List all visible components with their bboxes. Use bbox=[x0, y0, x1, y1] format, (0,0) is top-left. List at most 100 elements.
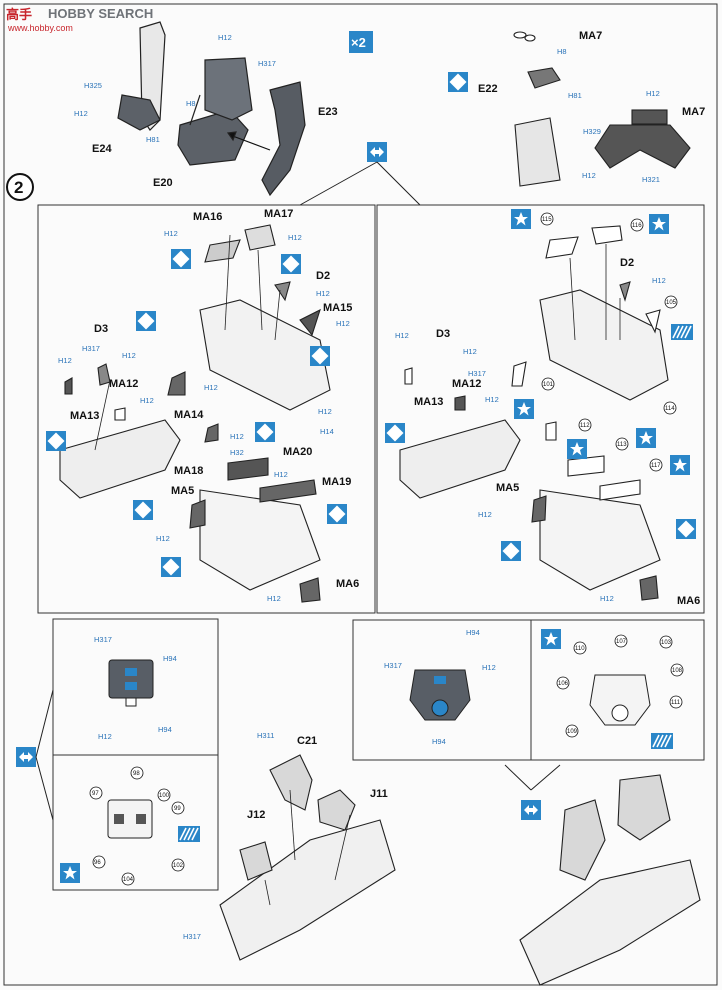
paint-code: H81 bbox=[146, 135, 160, 144]
diamond-icon bbox=[46, 431, 66, 451]
decal-number: 99 bbox=[174, 806, 181, 812]
paint-code: H12 bbox=[600, 594, 614, 603]
star-icon bbox=[649, 214, 669, 234]
part-label-e24: E24 bbox=[92, 143, 112, 155]
diamond-icon bbox=[281, 254, 301, 274]
star-icon bbox=[541, 629, 561, 649]
step-number: 2 bbox=[14, 178, 23, 197]
cockpit-tub-rear bbox=[519, 774, 701, 986]
part-label-d2: D2 bbox=[620, 257, 634, 269]
paint-code: H12 bbox=[288, 233, 302, 242]
decal-number: 114 bbox=[665, 406, 675, 412]
decal-number: 117 bbox=[651, 463, 661, 469]
diamond-icon bbox=[255, 422, 275, 442]
paint-code: H14 bbox=[320, 427, 334, 436]
multiplier-badge bbox=[349, 31, 373, 53]
paint-code: H321 bbox=[642, 175, 660, 184]
decal-number: 103 bbox=[661, 640, 672, 646]
decal-number: 109 bbox=[567, 729, 578, 735]
step-number-badge bbox=[6, 173, 34, 201]
decal-number: 107 bbox=[616, 639, 627, 645]
decal-number: 97 bbox=[92, 791, 99, 797]
part-label-ma16: MA16 bbox=[193, 211, 222, 223]
paint-code: H8 bbox=[186, 99, 196, 108]
part-label-ma20: MA20 bbox=[283, 446, 312, 458]
ma7-assembly bbox=[513, 31, 691, 187]
paint-code: H94 bbox=[158, 725, 172, 734]
diamond-icon bbox=[171, 249, 191, 269]
decal-number: 111 bbox=[671, 700, 681, 706]
paint-code: H311 bbox=[257, 731, 274, 740]
diamond-icon bbox=[161, 557, 181, 577]
star-icon bbox=[636, 428, 656, 448]
part-label-c21: C21 bbox=[297, 735, 317, 747]
paint-code: H12 bbox=[267, 594, 281, 603]
swap-icon bbox=[521, 800, 541, 820]
decal-number: 113 bbox=[617, 442, 627, 448]
part-label-ma7: MA7 bbox=[682, 106, 705, 118]
decal-number: 100 bbox=[159, 793, 170, 799]
cockpit-left bbox=[59, 224, 331, 603]
paint-code: H12 bbox=[204, 383, 218, 392]
star-icon bbox=[670, 455, 690, 475]
panel-instrument-d bbox=[530, 619, 705, 761]
part-label-d2: D2 bbox=[316, 270, 330, 282]
decal-number: 96 bbox=[94, 860, 101, 866]
part-label-ma6: MA6 bbox=[677, 595, 700, 607]
part-label-ma5: MA5 bbox=[171, 485, 194, 497]
diamond-icon bbox=[676, 519, 696, 539]
paint-code: H12 bbox=[164, 229, 178, 238]
part-label-d3: D3 bbox=[94, 323, 108, 335]
part-label-d3: D3 bbox=[436, 328, 450, 340]
panel-instrument-b bbox=[52, 754, 219, 891]
paint-code: H12 bbox=[582, 171, 596, 180]
paint-code: H12 bbox=[74, 109, 88, 118]
diamond-icon bbox=[133, 500, 153, 520]
paint-code: H317 bbox=[82, 344, 100, 353]
paint-code: H12 bbox=[122, 351, 136, 360]
paint-code: H12 bbox=[336, 319, 350, 328]
paint-code: H317 bbox=[384, 661, 402, 670]
part-label-ma12: MA12 bbox=[109, 378, 138, 390]
paint-code: H12 bbox=[485, 395, 499, 404]
watermark-brand-cn: 高手 bbox=[6, 7, 33, 22]
diamond-icon bbox=[448, 72, 468, 92]
part-label-e20: E20 bbox=[153, 177, 173, 189]
watermark: 高手 HOBBY SEARCH www.hobby.com bbox=[2, 2, 172, 36]
paint-code: H12 bbox=[98, 732, 112, 741]
paint-code: H12 bbox=[482, 663, 496, 672]
paint-code: H94 bbox=[466, 628, 480, 637]
part-label-ma18: MA18 bbox=[174, 465, 203, 477]
paint-code: H94 bbox=[163, 654, 177, 663]
watermark-url: www.hobby.com bbox=[8, 23, 73, 33]
paint-code: H32 bbox=[230, 448, 244, 457]
part-label-ma5: MA5 bbox=[496, 482, 519, 494]
cockpit-tub-front bbox=[219, 754, 396, 961]
paint-code: H12 bbox=[218, 33, 232, 42]
diamond-icon bbox=[385, 423, 405, 443]
hatch-icon bbox=[650, 732, 674, 750]
decal-number: 108 bbox=[672, 668, 683, 674]
instrument-panel-decals bbox=[107, 799, 153, 839]
cockpit-right bbox=[399, 225, 669, 601]
star-icon bbox=[514, 399, 534, 419]
decal-number: 115 bbox=[542, 217, 552, 223]
instrument-panel bbox=[108, 659, 154, 707]
swap-icon bbox=[367, 142, 387, 162]
diamond-icon bbox=[327, 504, 347, 524]
paint-code: H329 bbox=[583, 127, 601, 136]
multiplier-text: ×2 bbox=[351, 35, 366, 50]
decal-number: 116 bbox=[632, 223, 642, 229]
paint-code: H317 bbox=[183, 932, 201, 941]
star-icon bbox=[511, 209, 531, 229]
paint-code: H12 bbox=[652, 276, 666, 285]
paint-code: H94 bbox=[432, 737, 446, 746]
decal-number: 105 bbox=[666, 300, 677, 306]
hatch-icon bbox=[177, 825, 201, 843]
paint-code: H12 bbox=[140, 396, 154, 405]
part-label-ma15: MA15 bbox=[323, 302, 352, 314]
paint-code: H12 bbox=[646, 89, 660, 98]
paint-code: H81 bbox=[568, 91, 582, 100]
